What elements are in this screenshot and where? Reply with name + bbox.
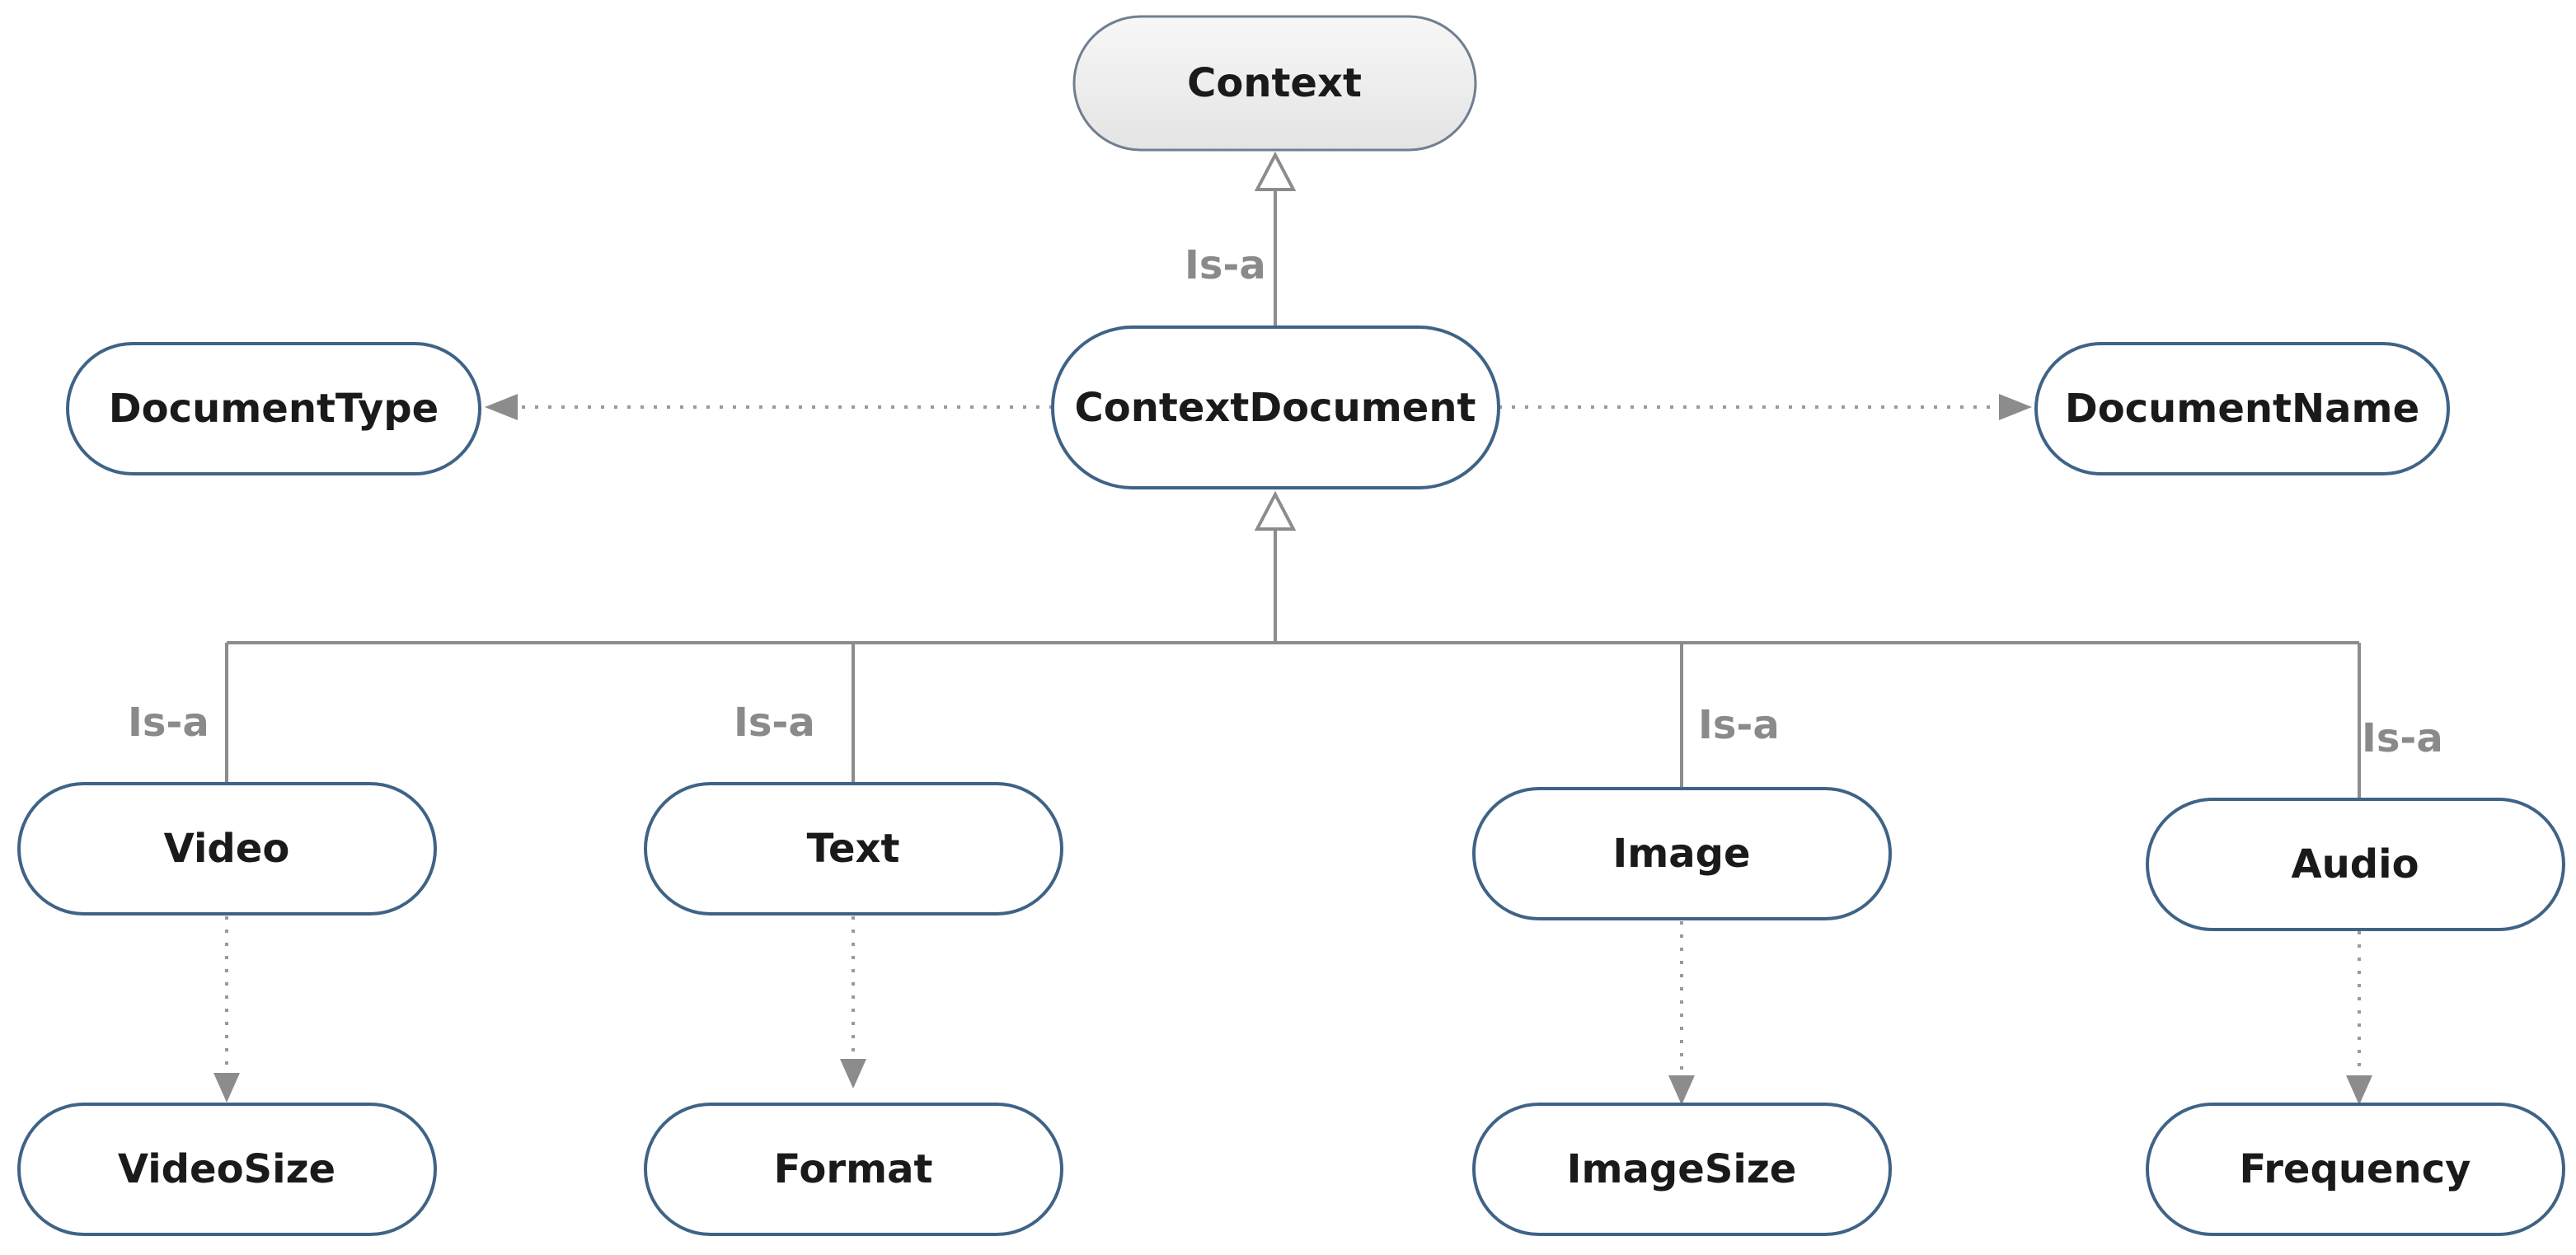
node-video-size: VideoSize [17,1103,437,1236]
node-label: Audio [2291,841,2419,887]
node-document-name: DocumentName [2034,342,2450,475]
node-label: ContextDocument [1075,385,1476,431]
node-image-size: ImageSize [1472,1103,1892,1236]
node-audio: Audio [2146,798,2565,931]
property-arrowhead [2346,1075,2372,1105]
node-text: Text [644,782,1063,915]
node-image: Image [1472,787,1892,920]
property-arrowhead [1999,394,2032,420]
node-label: DocumentType [109,386,439,432]
property-arrowhead [840,1059,866,1089]
node-context-document: ContextDocument [1051,325,1500,489]
edge-label-is-a: Is-a [1698,702,1780,748]
edge-label-is-a: Is-a [1185,242,1266,288]
node-label: VideoSize [118,1146,335,1192]
node-label: Image [1612,831,1750,877]
edge-label-is-a: Is-a [734,700,815,746]
node-label: Format [774,1146,933,1192]
node-label: Video [164,826,290,872]
property-arrowhead [213,1073,240,1103]
node-label: DocumentName [2065,386,2419,432]
node-frequency: Frequency [2146,1103,2565,1236]
node-label: ImageSize [1567,1146,1797,1192]
property-arrowhead [1668,1075,1695,1105]
node-label: Frequency [2240,1146,2471,1192]
property-arrowhead [485,394,518,420]
edge-label-is-a: Is-a [128,700,209,746]
edge-label-is-a: Is-a [2362,715,2443,761]
node-document-type: DocumentType [66,342,481,475]
node-format: Format [644,1103,1063,1236]
node-video: Video [17,782,437,915]
node-label: Context [1187,60,1362,106]
inheritance-arrowhead [1254,490,1297,531]
node-context: Context [1072,15,1477,152]
inheritance-arrowhead [1254,151,1297,191]
node-label: Text [807,826,900,872]
